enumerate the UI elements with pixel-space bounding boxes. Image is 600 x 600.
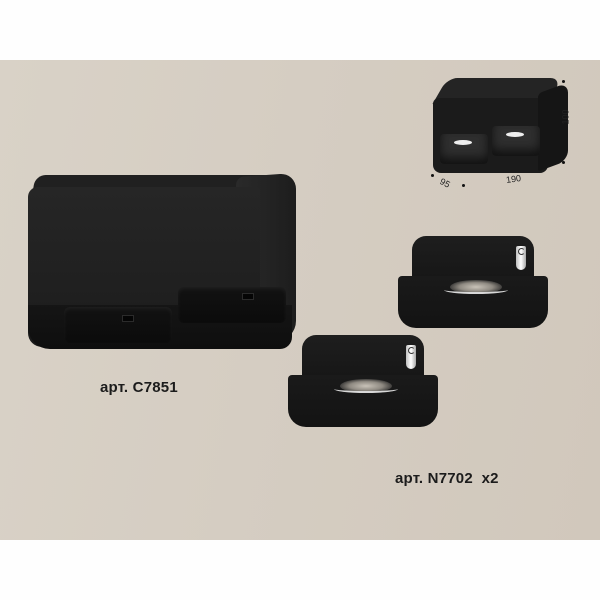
housing-recess-right <box>178 287 286 323</box>
preview-side <box>538 82 568 172</box>
frame-n7702-2 <box>288 335 438 430</box>
mount-slot <box>242 293 254 300</box>
preview-cell-right <box>492 126 540 156</box>
product-stage: 100 190 95 арт. C7851 арт. N7702 x2 <box>0 60 600 540</box>
frame-back <box>302 335 424 381</box>
housing-article-label: арт. C7851 <box>100 379 178 396</box>
preview-cell-left <box>440 134 488 164</box>
housing-recess-left <box>64 307 172 343</box>
dimension-width: 190 <box>505 173 522 185</box>
spring-clip-icon <box>516 246 526 270</box>
dimension-dot <box>431 174 434 177</box>
dimension-height: 100 <box>560 109 571 125</box>
frame-article-label: арт. N7702 x2 <box>395 470 499 487</box>
mount-slot <box>122 315 134 322</box>
frame-n7702-1 <box>398 236 548 331</box>
preview-light-right <box>506 132 524 137</box>
frame-ring <box>444 286 508 294</box>
dimension-dot <box>562 80 565 83</box>
assembled-preview <box>428 78 578 188</box>
frame-ring <box>334 385 398 393</box>
spring-clip-icon <box>406 345 416 369</box>
frame-back <box>412 236 534 282</box>
preview-light-left <box>454 140 472 145</box>
dimension-dot <box>562 161 565 164</box>
dimension-dot <box>462 184 465 187</box>
housing-c7851 <box>28 172 298 349</box>
